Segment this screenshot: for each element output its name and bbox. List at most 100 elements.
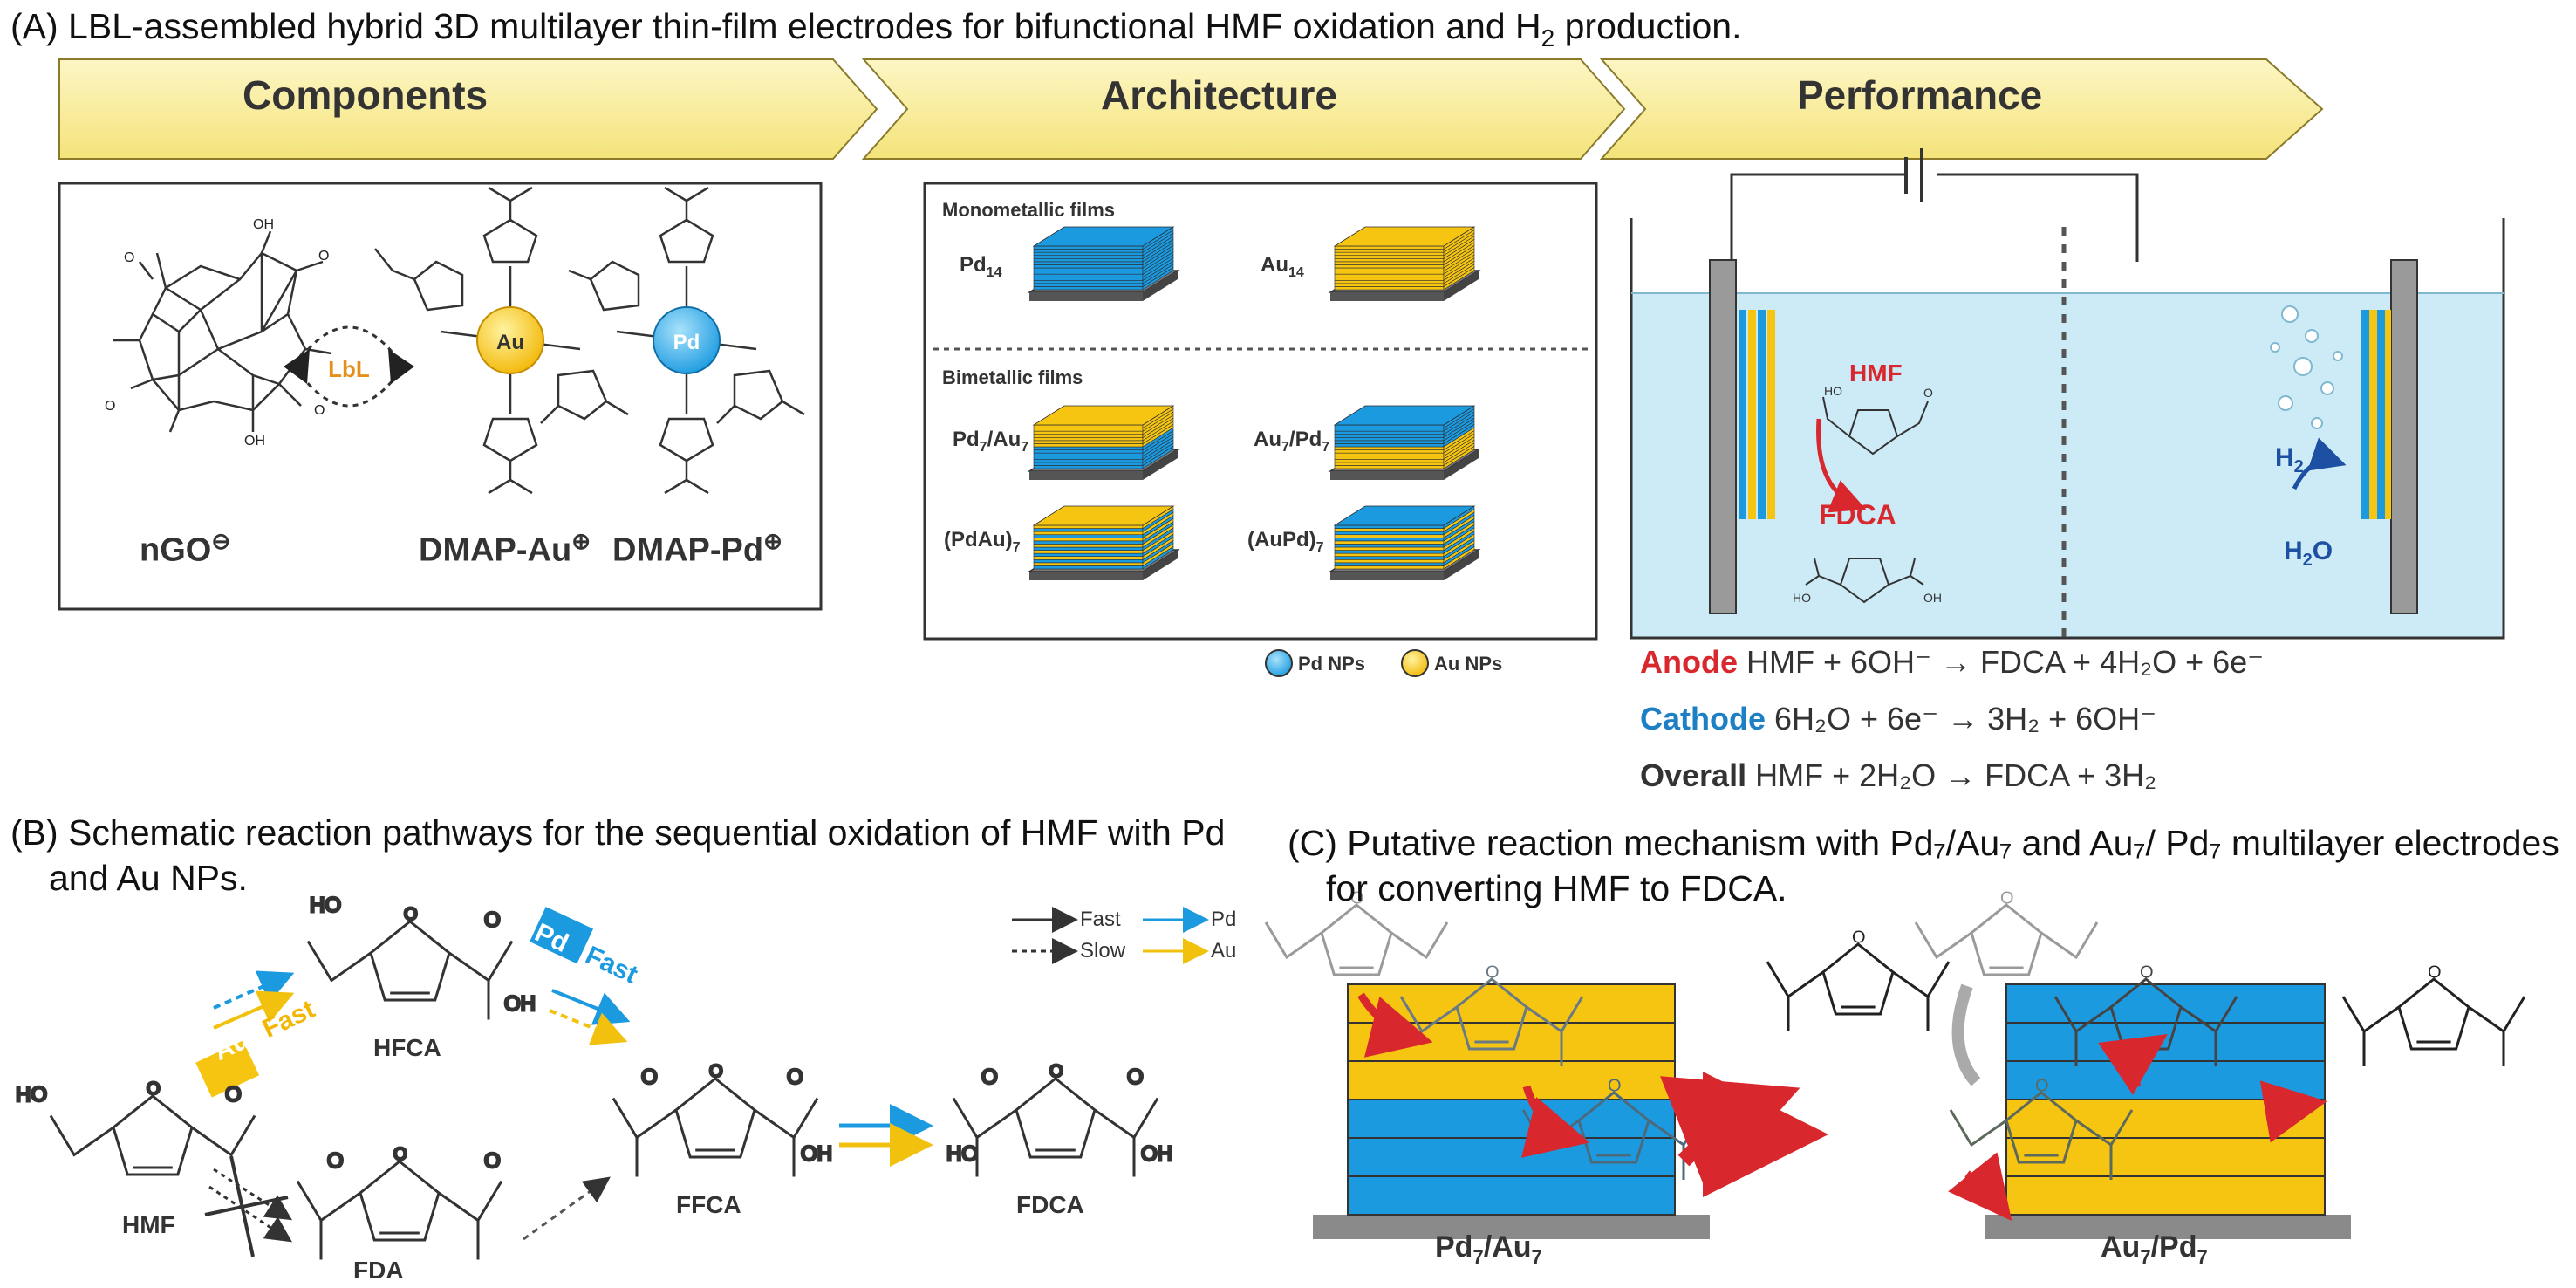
- bimetallic-title: Bimetallic films: [942, 367, 1083, 388]
- banner: [58, 58, 2324, 160]
- lbl-label: LbL: [328, 356, 370, 382]
- overall-equation: Overall HMF + 2H₂O → FDCA + 3H₂: [1640, 757, 2157, 793]
- svg-text:HO: HO: [310, 894, 341, 917]
- svg-text:OH: OH: [244, 434, 265, 449]
- pd-np-legend-icon: [1265, 649, 1293, 677]
- svg-text:O: O: [1127, 1065, 1144, 1089]
- pd7au7-film-label: Pd7/Au7: [953, 428, 1029, 455]
- svg-text:O: O: [1350, 888, 1364, 908]
- svg-text:OH: OH: [1141, 1142, 1172, 1166]
- ngo-label: nGO⊖: [140, 528, 231, 569]
- panel-c-right-label: Au7/Pd7: [2101, 1230, 2208, 1268]
- svg-text:O: O: [147, 1079, 161, 1099]
- svg-text:O: O: [787, 1065, 803, 1089]
- au-atom-label: Au: [496, 331, 524, 354]
- svg-text:O: O: [318, 249, 329, 264]
- monometallic-title: Monometallic films: [942, 199, 1116, 221]
- svg-text:O: O: [2035, 1076, 2049, 1095]
- legend-slow: Slow: [1080, 939, 1126, 963]
- legend-au-nps: Au NPs: [1434, 653, 1503, 675]
- svg-text:HO: HO: [16, 1083, 47, 1106]
- svg-text:O: O: [2000, 888, 2014, 908]
- svg-text:O: O: [314, 403, 325, 418]
- legend-au: Au: [1211, 939, 1237, 963]
- au14-label: Au14: [1261, 253, 1304, 280]
- pdau7-stack: [1027, 505, 1180, 580]
- au14-stack: [1328, 226, 1481, 301]
- hfca-label: HFCA: [373, 1034, 441, 1061]
- au7pd7-stack: [1328, 405, 1481, 480]
- fda-label: FDA: [353, 1257, 404, 1284]
- pdau7-film-label: (PdAu)7: [944, 528, 1021, 555]
- pd14-stack: [1027, 226, 1180, 301]
- svg-text:O: O: [641, 1065, 658, 1089]
- film-stacks: [1027, 226, 1481, 580]
- svg-text:O: O: [484, 908, 501, 932]
- svg-text:OH: OH: [253, 217, 274, 232]
- legend-pd: Pd: [1211, 908, 1237, 931]
- svg-text:HO: HO: [1824, 384, 1842, 398]
- svg-text:O: O: [709, 1062, 723, 1081]
- svg-text:O: O: [2140, 963, 2154, 982]
- anode-equation: Anode HMF + 6OH⁻ → FDCA + 4H₂O + 6e⁻: [1640, 644, 2265, 680]
- svg-text:HO: HO: [946, 1142, 978, 1166]
- cell-h2-label: H2: [2275, 443, 2304, 476]
- cell-hmf-label: HMF: [1849, 360, 1903, 387]
- panel-c-molecules: O O O O O O O O: [1264, 888, 2526, 1222]
- ffca-label: FFCA: [676, 1191, 741, 1218]
- svg-text:O: O: [105, 399, 115, 414]
- dmap-au-structure: [374, 186, 629, 495]
- pd14-label: Pd14: [960, 253, 1002, 280]
- hmf-label: HMF: [122, 1211, 175, 1238]
- bubble-icon: [2270, 305, 2343, 429]
- au-atom-icon: [476, 306, 544, 374]
- svg-text:O: O: [225, 1083, 242, 1106]
- banner-architecture: Architecture: [1101, 72, 1337, 118]
- pd-atom-label: Pd: [673, 331, 700, 354]
- svg-text:O: O: [393, 1145, 407, 1164]
- svg-text:O: O: [981, 1065, 998, 1089]
- svg-text:O: O: [404, 905, 418, 924]
- svg-text:O: O: [327, 1149, 344, 1173]
- banner-components: Components: [243, 72, 489, 118]
- dmap-pd-label: DMAP-Pd⊕: [612, 528, 782, 569]
- cathode-equation: Cathode 6H₂O + 6e⁻ → 3H₂ + 6OH⁻: [1640, 701, 2157, 736]
- svg-text:O: O: [484, 1149, 501, 1173]
- pd-atom-icon: [653, 306, 721, 374]
- legend-pd-nps: Pd NPs: [1298, 653, 1366, 675]
- svg-text:O: O: [1486, 963, 1500, 982]
- panel-c-caption: (C) Putative reaction mechanism with Pd₇…: [1288, 823, 2559, 908]
- fdca-label: FDCA: [1016, 1191, 1084, 1218]
- dmap-pd-structure: [568, 186, 805, 495]
- panel-b-caption: (B) Schematic reaction pathways for the …: [10, 812, 1226, 898]
- cell-fdca-label: FDCA: [1819, 499, 1896, 531]
- components-box: [58, 182, 823, 611]
- legend-fast: Fast: [1080, 908, 1121, 931]
- svg-text:OH: OH: [1923, 591, 1942, 605]
- cell-h2o-label: H2O: [2284, 537, 2333, 570]
- electrolysis-cell: [1630, 148, 2505, 640]
- pd7au7-stack: [1027, 405, 1180, 480]
- panel-a-caption: (A) LBL-assembled hybrid 3D multilayer t…: [10, 6, 1742, 52]
- svg-text:O: O: [1049, 1062, 1063, 1081]
- svg-text:O: O: [1608, 1076, 1622, 1095]
- au-np-legend-icon: [1401, 649, 1429, 677]
- ngo-structure: [113, 230, 332, 433]
- svg-text:OH: OH: [801, 1142, 832, 1166]
- svg-text:O: O: [2428, 963, 2442, 982]
- cell-molecules: [1805, 396, 1929, 604]
- aupd7-stack: [1328, 505, 1481, 580]
- panel-c-left-label: Pd7/Au7: [1435, 1230, 1542, 1268]
- svg-text:O: O: [1852, 928, 1866, 947]
- au7pd7-film-label: Au7/Pd7: [1254, 428, 1330, 455]
- panel-c-drawing: [1313, 983, 2351, 1239]
- architecture-box: [923, 182, 1598, 641]
- svg-text:O: O: [124, 250, 134, 265]
- svg-text:OH: OH: [504, 992, 536, 1016]
- dmap-au-label: DMAP-Au⊕: [419, 528, 591, 569]
- svg-text:O: O: [1923, 386, 1933, 400]
- svg-text:HO: HO: [1793, 591, 1811, 605]
- banner-performance: Performance: [1797, 72, 2043, 118]
